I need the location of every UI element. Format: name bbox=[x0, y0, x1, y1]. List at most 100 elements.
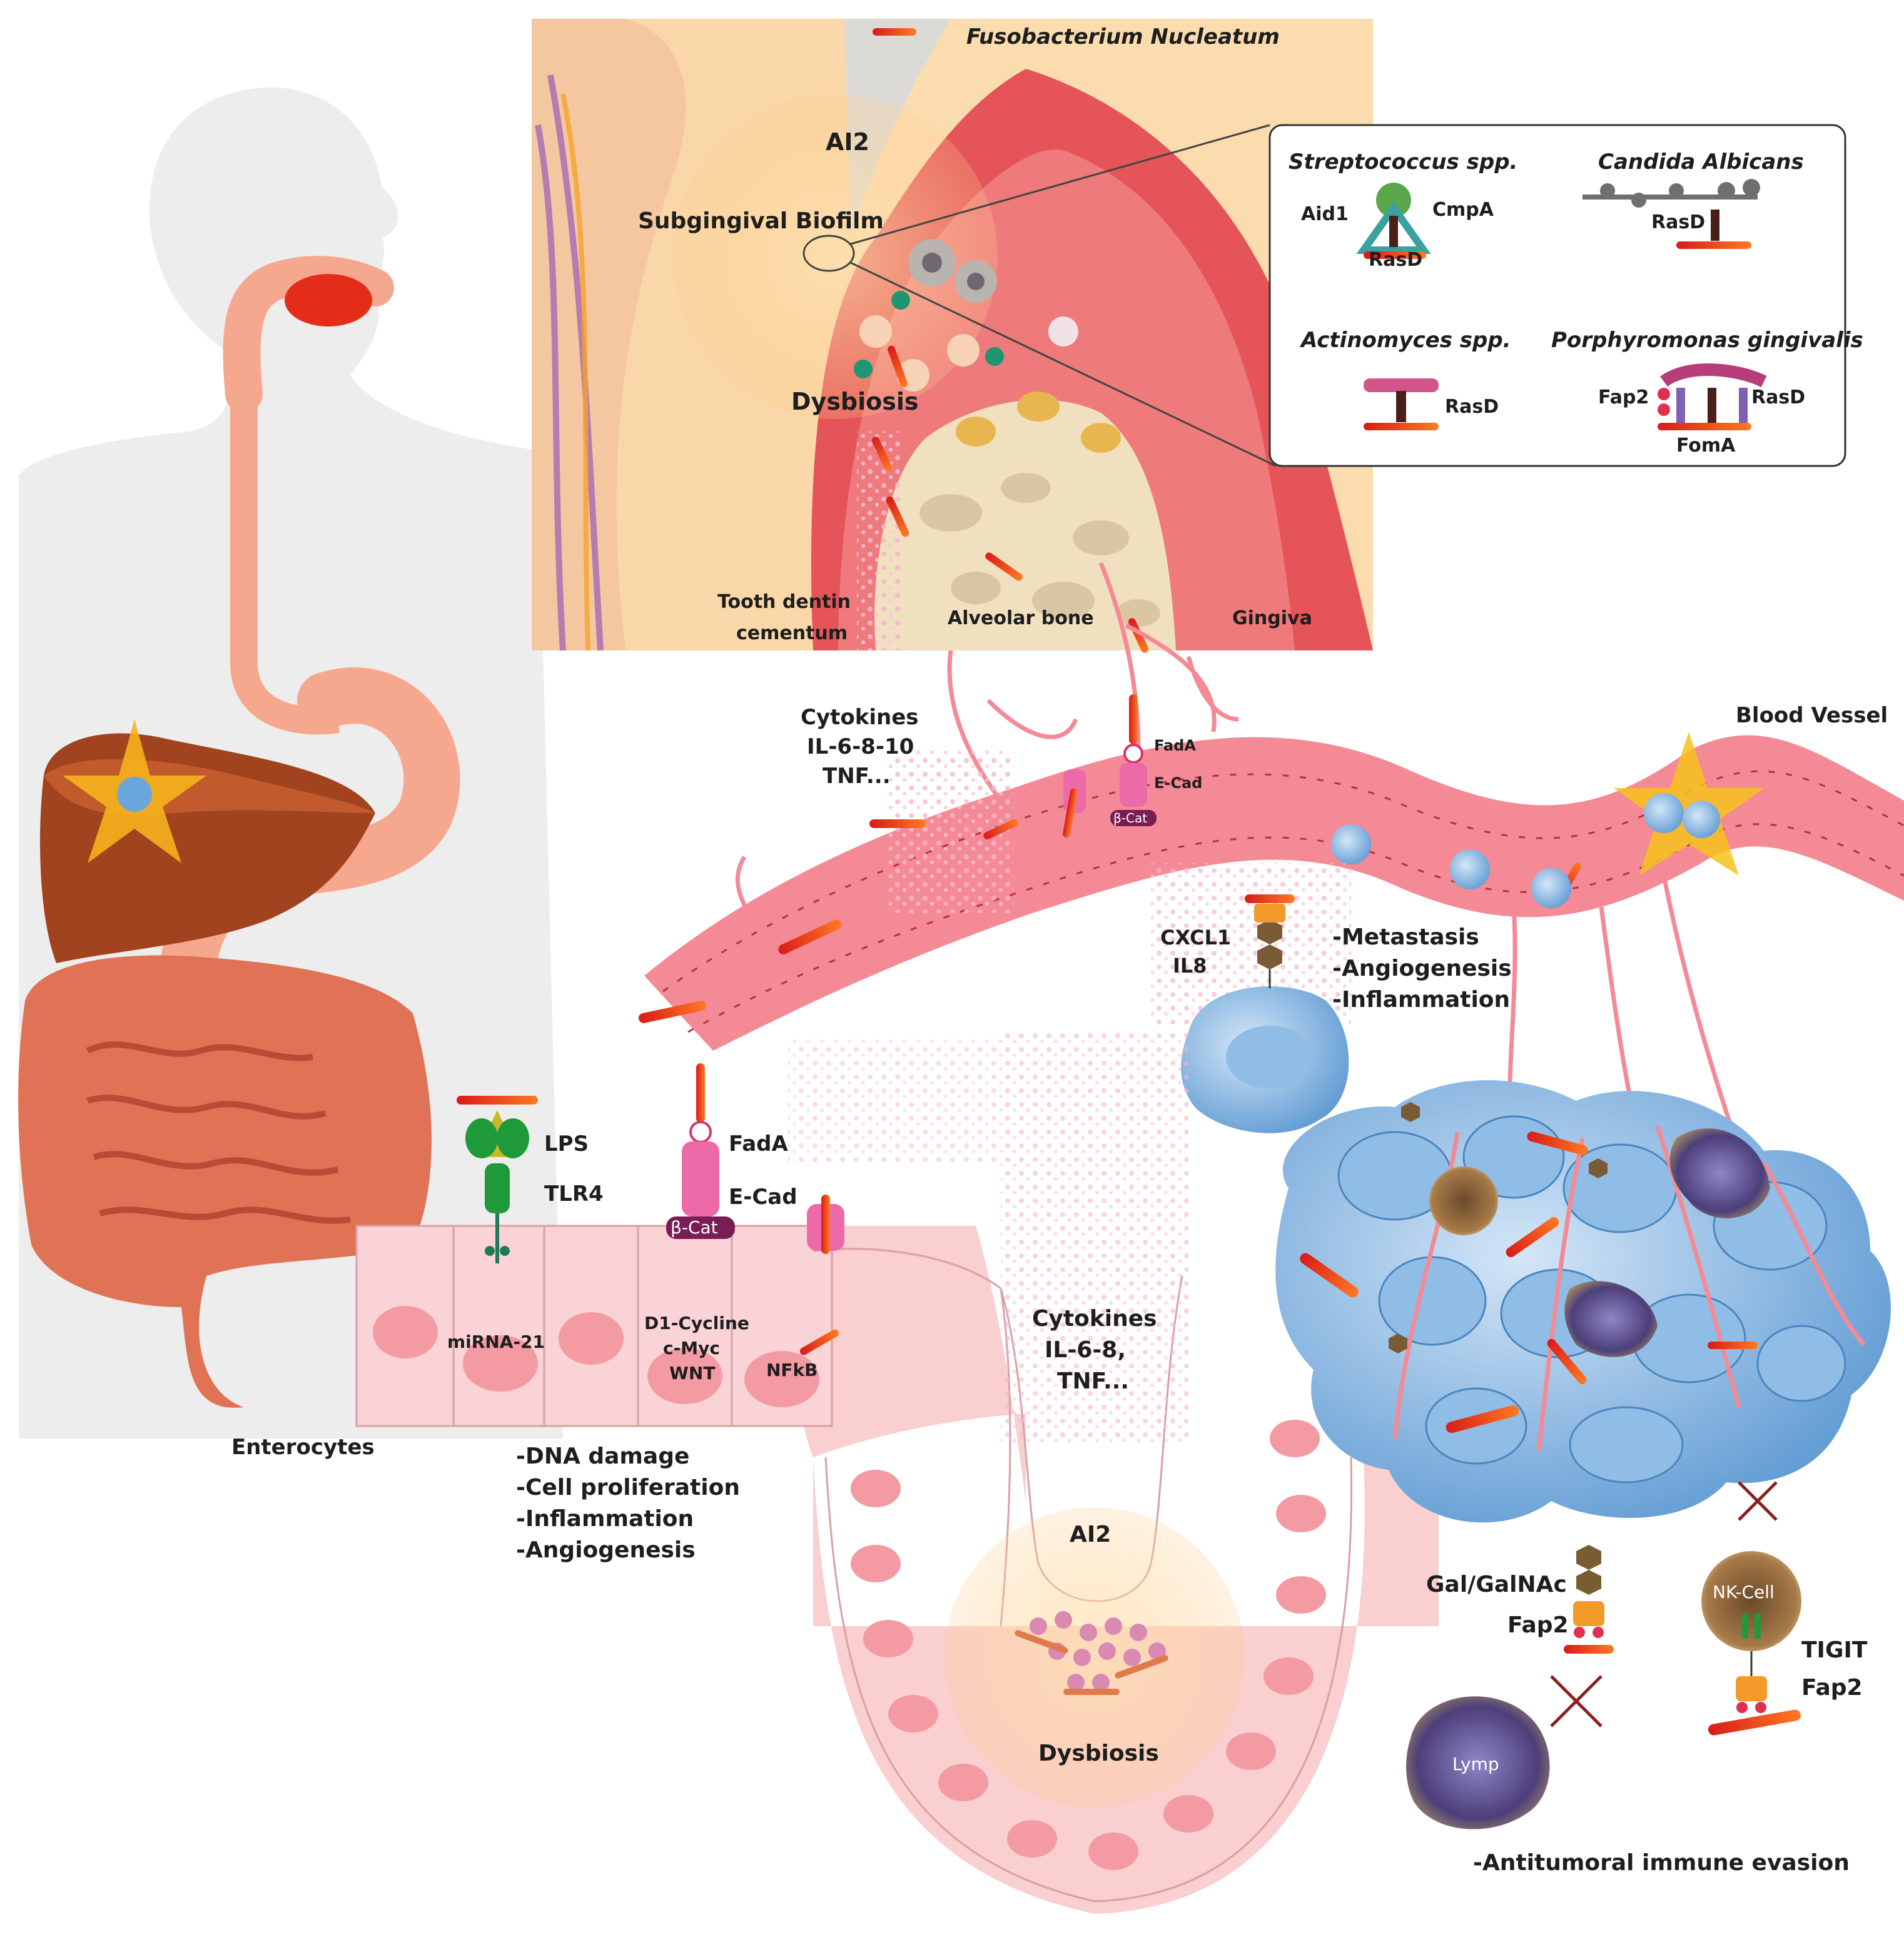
immune-cells-oral bbox=[854, 239, 1078, 392]
tlr4-label: TLR4 bbox=[544, 1181, 604, 1206]
vessel-cytokines-3: TNF... bbox=[823, 764, 891, 789]
nk-cell-label: NK-Cell bbox=[1713, 1582, 1775, 1602]
c-myc-label: c-Myc bbox=[663, 1338, 720, 1358]
oral-panel bbox=[532, 19, 1373, 653]
oral-labels: Fusobacterium Nucleatum AI2 Subgingival … bbox=[638, 24, 1312, 644]
effect-dna-damage: -DNA damage bbox=[516, 1444, 689, 1469]
crypt-ai2-label: AI2 bbox=[1070, 1522, 1111, 1547]
strep-title: Streptococcus spp. bbox=[1289, 149, 1517, 174]
wnt-label: WNT bbox=[669, 1363, 715, 1383]
tumor-lymphocyte-2 bbox=[1564, 1281, 1658, 1357]
lps-label: LPS bbox=[544, 1131, 589, 1156]
strep-cmpa: CmpA bbox=[1432, 199, 1494, 221]
vessel-cytokines-2: IL-6-8-10 bbox=[807, 734, 914, 759]
cementum-label: cementum bbox=[736, 622, 848, 644]
candida-rasd: RasD bbox=[1651, 211, 1705, 233]
effect-inflammation: -Inflammation bbox=[516, 1506, 694, 1532]
porphy-foma: FomA bbox=[1676, 435, 1736, 457]
crypt-labels: Cytokines IL-6-8, TNF... AI2 Dysbiosis bbox=[1032, 1306, 1159, 1766]
fap2-label: Fap2 bbox=[1507, 1612, 1569, 1638]
oral-ai2-label: AI2 bbox=[826, 128, 869, 156]
d1-cycline-label: D1-Cycline bbox=[644, 1313, 749, 1333]
porphy-fap2: Fap2 bbox=[1598, 387, 1649, 408]
circulating-tumor-cells bbox=[1331, 793, 1720, 908]
actino-title: Actinomyces spp. bbox=[1299, 328, 1511, 353]
subgingival-biofilm-label: Subgingival Biofilm bbox=[638, 208, 884, 234]
vessel-ecad-label: E-Cad bbox=[1154, 774, 1202, 792]
alveolar-bone-shape bbox=[874, 400, 1176, 650]
tumor-lymphocyte-1 bbox=[1669, 1128, 1770, 1218]
tigit-label: TIGIT bbox=[1801, 1637, 1868, 1663]
chemokine-effect-1: -Metastasis bbox=[1332, 924, 1479, 950]
colon-epithelium bbox=[355, 1032, 1439, 1914]
fada-label: FadA bbox=[729, 1131, 789, 1156]
vessel-cytokines-1: Cytokines bbox=[801, 705, 919, 730]
vessel-receptor-2 bbox=[1063, 769, 1086, 838]
porphy-adhesin-icon bbox=[1658, 363, 1767, 430]
biofilm-glow bbox=[672, 94, 998, 419]
bcat-label: β-Cat bbox=[671, 1217, 718, 1238]
enamel bbox=[844, 19, 951, 238]
crypt-cytokines-1: Cytokines bbox=[1032, 1306, 1157, 1332]
chemokine-cell: CXCL1 IL8 -Metastasis -Angiogenesis -Inf… bbox=[1160, 894, 1512, 1133]
mouth-tongue bbox=[285, 274, 372, 326]
tumor-labels: Gal/GalNAc Fap2 NK-Cell TIGIT Fap2 Lymp … bbox=[1426, 1572, 1868, 1876]
epithelium-receptor-2 bbox=[799, 1195, 844, 1355]
porphy-rasd: RasD bbox=[1751, 387, 1805, 408]
crypt-dysbiosis-label: Dysbiosis bbox=[1038, 1741, 1159, 1766]
adhesin-inset: Streptococcus spp. Candida Albicans Acti… bbox=[1268, 124, 1863, 467]
ecad-label: E-Cad bbox=[729, 1185, 798, 1210]
intestines bbox=[18, 955, 432, 1408]
vessel-bcat-label: β-Cat bbox=[1113, 811, 1147, 826]
legend-bacterium-symbol bbox=[873, 28, 916, 36]
fap2-nk-label: Fap2 bbox=[1801, 1675, 1863, 1701]
strep-aid1: Aid1 bbox=[1301, 203, 1349, 225]
candida-title: Candida Albicans bbox=[1598, 149, 1804, 174]
il8-label: IL8 bbox=[1173, 954, 1207, 978]
blood-vessel-label: Blood Vessel bbox=[1736, 703, 1888, 728]
candida-adhesin-icon bbox=[1582, 179, 1760, 249]
cxcl1-label: CXCL1 bbox=[1160, 926, 1231, 949]
tumor-bacteria bbox=[1300, 1131, 1758, 1434]
crypt-bacterial-cluster bbox=[1030, 1611, 1166, 1691]
gingiva-label: Gingiva bbox=[1232, 607, 1312, 629]
nfkb-label: NFkB bbox=[766, 1360, 818, 1380]
nk-cell bbox=[1701, 1551, 1801, 1651]
biofilm-zoom-origin bbox=[803, 235, 855, 272]
oral-dysbiosis-label: Dysbiosis bbox=[791, 388, 919, 415]
digestive-tract bbox=[18, 256, 460, 1408]
tumor-nk-cell bbox=[1429, 1166, 1498, 1235]
blood-vessel bbox=[639, 562, 1904, 1190]
crypt-cytokines-3: TNF... bbox=[1057, 1368, 1129, 1394]
strep-adhesin-icon bbox=[1356, 183, 1431, 259]
effect-cell-proliferation: -Cell proliferation bbox=[516, 1475, 740, 1500]
bacteria-oral bbox=[871, 345, 1149, 653]
immune-evasion bbox=[1406, 1481, 1801, 1829]
chemokine-effect-2: -Angiogenesis bbox=[1332, 956, 1512, 981]
tumor-mass bbox=[1275, 1080, 1891, 1523]
legend-bacterium-label: Fusobacterium Nucleatum bbox=[966, 24, 1280, 49]
lymp-label: Lymp bbox=[1452, 1754, 1499, 1774]
tumor-cell-liver bbox=[117, 777, 152, 812]
strep-rasd: RasD bbox=[1369, 249, 1422, 271]
alveolar-bone-label: Alveolar bone bbox=[948, 607, 1094, 629]
effect-angiogenesis: -Angiogenesis bbox=[516, 1537, 696, 1563]
crypt-glow bbox=[944, 1507, 1245, 1808]
epithelium-labels: LPS TLR4 FadA E-Cad β-Cat miRNA-21 D1-Cy… bbox=[231, 1131, 818, 1563]
vessel-labels: Blood Vessel Cytokines IL-6-8-10 TNF... … bbox=[801, 703, 1888, 826]
vessel-fada-label: FadA bbox=[1154, 737, 1196, 754]
enterocytes-label: Enterocytes bbox=[231, 1435, 375, 1460]
mirna-label: miRNA-21 bbox=[447, 1332, 545, 1352]
crypt-cytokines-2: IL-6-8, bbox=[1045, 1337, 1126, 1363]
metastasis-star-vessel bbox=[1614, 732, 1764, 876]
tlr4-receptor bbox=[457, 1096, 538, 1263]
chemokine-effect-3: -Inflammation bbox=[1332, 987, 1510, 1013]
lymphocyte bbox=[1406, 1696, 1550, 1829]
immune-evasion-label: -Antitumoral immune evasion bbox=[1473, 1850, 1850, 1876]
galnac-label: Gal/GalNAc bbox=[1426, 1572, 1567, 1597]
actino-rasd: RasD bbox=[1445, 396, 1499, 418]
vessel-fada-receptor bbox=[1110, 694, 1157, 826]
bacteria-vessel bbox=[639, 819, 1581, 1023]
